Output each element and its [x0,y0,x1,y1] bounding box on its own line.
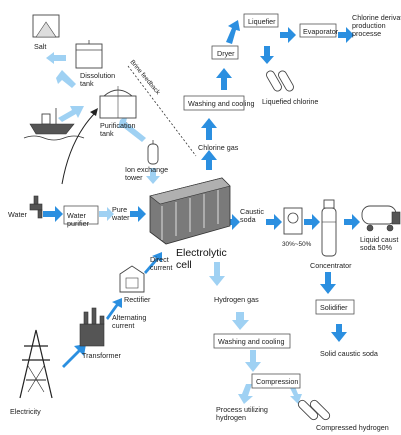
label-electricity: Electricity [10,407,41,416]
label-hydrogen-gas: Hydrogen gas [214,295,259,304]
washing-cooling-top-box [183,95,245,111]
dissolution-tank-icon [75,40,103,69]
label-brine-feedback: Brine feedback [128,59,161,97]
liquefied-chlorine-cylinders-icon [266,70,294,92]
label-compressed-hydrogen: Compressed hydrogen [316,423,389,432]
arrow-purification-ion [118,114,146,142]
washing-cooling-bottom-box [213,333,291,349]
label-concentration-range: 30%~50% [282,241,312,248]
arrow-cell-caustic [222,214,240,230]
arrow-liquefier-liquefied [260,46,274,64]
arrow-concentrator-liquid [344,214,360,230]
salt-icon [32,14,60,38]
arrow-ion-cell [146,168,160,184]
label-transformer: Transformer [82,351,121,360]
electricity-tower-icon [19,329,53,399]
arrow-transformer-rectifier [106,298,122,320]
boat-icon [23,108,85,141]
label-solid-caustic-soda: Solid caustic soda [320,349,378,358]
arrow-purifier-pure [99,207,114,221]
transformer-icon [79,307,105,347]
label-concentrator: Concentrator [310,261,352,270]
evaporator-box [299,23,337,38]
arrow-salt-dissolution [46,52,66,64]
solidifier-box [315,299,355,315]
arrow-tank-concentrator [304,214,320,230]
compression-box [251,373,301,389]
label-washing-cooling-bottom: Washing and cooling [218,337,284,346]
ion-exchange-tower-icon [147,140,159,165]
label-chlorine-gas: Chlorine gas [198,143,239,152]
purification-tank-icon [99,86,137,119]
arrow-compression-compressed [288,384,302,404]
compressed-hydrogen-cylinders-icon [297,399,331,421]
arrow-liquefier-evaporator [280,27,296,43]
arrow-washing-dryer [216,68,232,90]
boat-curve-line [61,111,97,185]
arrow-cell-hydrogen [209,262,225,286]
electrolytic-cell-icon [149,177,231,245]
flow-arrows [43,20,360,404]
arrow-water-purifier [43,206,63,222]
concentrator-icon [321,199,337,257]
arrow-dryer-liquefier [226,20,240,44]
label-solidifier: Solidifier [320,303,348,312]
water-purifier-box [63,205,99,225]
tanker-truck-icon [361,205,401,232]
label-salt: Salt [34,42,46,51]
arrow-rectifier-cell [144,252,162,274]
label-evaporator: Evaporator [303,27,339,36]
liquefier-box [243,13,279,28]
arrow-cell-chlorine [201,150,217,170]
dryer-box [211,45,239,60]
label-compression: Compression [256,377,298,386]
arrow-compression-process [238,384,253,404]
rectifier-icon [119,265,145,293]
arrow-concentrator-solidifier [320,272,336,294]
arrow-chlorine-washing [201,118,217,140]
label-rectifier: Rectifier [124,295,151,304]
arrow-dissolution-purification [56,70,76,88]
arrow-solidifier-solid [331,324,347,342]
brine-feedback-line [127,65,197,157]
arrow-pure-cell [130,206,146,222]
water-tap-icon [29,195,43,219]
label-water: Water [8,210,28,219]
arrow-boat-purification [58,106,84,122]
arrow-hydrogen-washing [232,312,249,330]
arrow-washing-compression [245,350,261,372]
label-liquefied-chlorine: Liquefied chlorine [262,97,318,106]
arrow-electricity-transformer [62,344,86,368]
boat-curve-arrowhead [90,108,98,116]
label-liquefier: Liquefier [248,17,276,26]
caustic-tank-icon [283,207,303,235]
arrow-caustic-tank [266,214,282,230]
label-dryer: Dryer [217,49,235,58]
label-washing-cooling-top: Washing and cooling [188,99,254,108]
arrow-evaporator-derivative [338,27,354,43]
